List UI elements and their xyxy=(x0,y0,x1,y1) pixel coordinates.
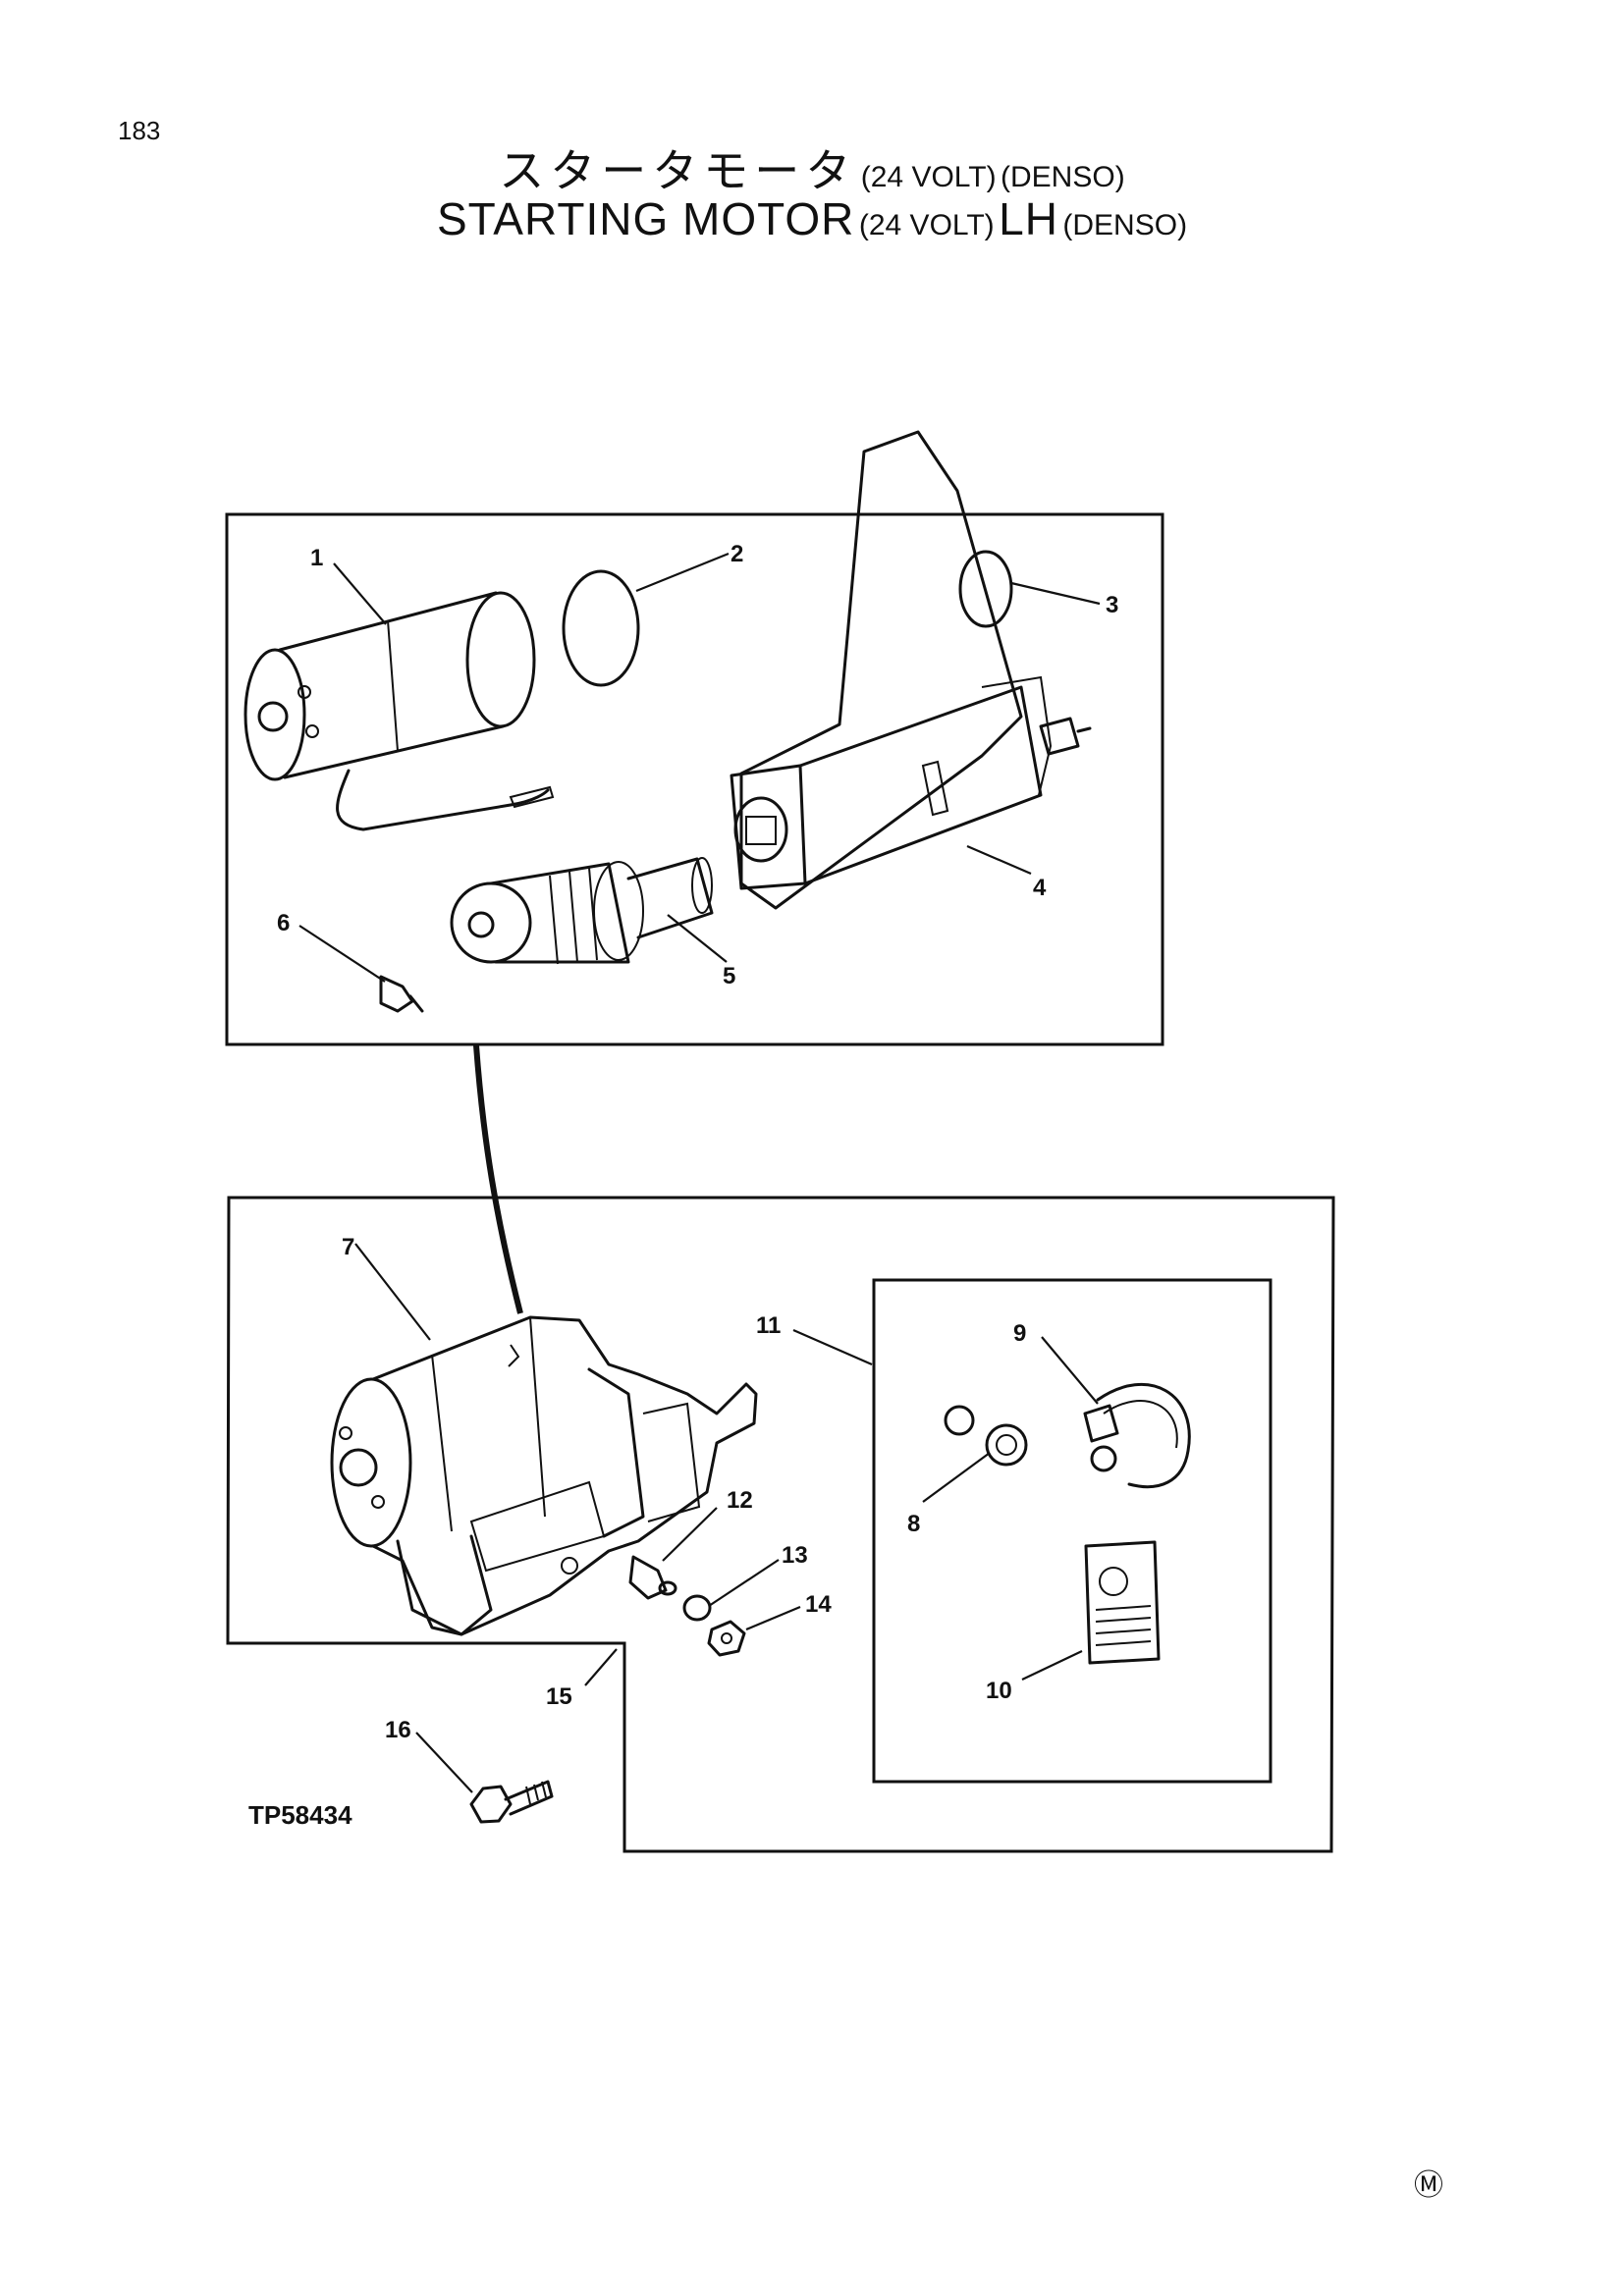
page-number: 183 xyxy=(118,116,161,145)
part-10-instruction-sheet xyxy=(1084,1540,1161,1665)
part-16-bolt xyxy=(469,1780,554,1824)
title-en-maker: (DENSO) xyxy=(1062,209,1188,241)
callout-10: 10 xyxy=(986,1678,1012,1704)
callout-9: 9 xyxy=(1013,1320,1026,1347)
callout-7: 7 xyxy=(342,1234,354,1260)
title-jp-main: スタータモータ xyxy=(499,144,857,197)
callout-5: 5 xyxy=(723,963,735,989)
title-japanese: スタータモータ (24 VOLT) (DENSO) xyxy=(0,135,1624,200)
callout-3: 3 xyxy=(1106,592,1118,618)
part-5-pinion-clutch xyxy=(450,857,714,965)
callout-2: 2 xyxy=(731,541,743,567)
callout-11: 11 xyxy=(756,1312,781,1339)
part-14-nut xyxy=(707,1620,746,1657)
connector-line xyxy=(473,1044,523,1314)
callout-labels: 1 2 3 4 5 6 7 8 9 10 11 12 13 14 15 16 xyxy=(277,541,1118,1743)
part-8-caps xyxy=(944,1405,1028,1467)
part-2-o-ring xyxy=(562,569,640,687)
callout-8: 8 xyxy=(907,1511,920,1537)
callout-12: 12 xyxy=(727,1487,753,1514)
part-9-band xyxy=(1083,1382,1191,1489)
callout-4: 4 xyxy=(1033,875,1047,901)
kit-panel-frame xyxy=(872,1278,1272,1784)
corner-mark: Ⓜ xyxy=(1414,2168,1443,2203)
callout-15: 15 xyxy=(546,1683,572,1710)
part-3-o-ring xyxy=(958,550,1013,628)
callout-16: 16 xyxy=(385,1717,411,1743)
title-jp-spec: (24 VOLT) xyxy=(860,161,997,193)
callout-14: 14 xyxy=(805,1591,832,1618)
title-en-side: LH xyxy=(999,193,1058,244)
callout-1: 1 xyxy=(310,545,323,571)
part-13-washer xyxy=(682,1594,712,1622)
part-1-yoke xyxy=(244,591,555,831)
part-6-screw xyxy=(379,975,424,1013)
title-en-spec: (24 VOLT) xyxy=(858,209,995,241)
upper-panel-frame xyxy=(225,512,1164,1046)
part-4-housing xyxy=(730,430,1092,910)
part-12-terminal-bolt xyxy=(628,1555,677,1600)
title-en-main: STARTING MOTOR xyxy=(436,193,855,244)
figure-id: TP58434 xyxy=(248,1800,352,1830)
leader-lines xyxy=(298,552,1101,1793)
callout-13: 13 xyxy=(782,1542,808,1569)
title-jp-maker: (DENSO) xyxy=(1001,161,1125,193)
callout-6: 6 xyxy=(277,910,290,936)
lower-panel-frame xyxy=(226,1196,1335,1853)
part-7-starter-assembly xyxy=(330,1315,758,1636)
title-english: STARTING MOTOR (24 VOLT) LH (DENSO) xyxy=(0,192,1624,245)
